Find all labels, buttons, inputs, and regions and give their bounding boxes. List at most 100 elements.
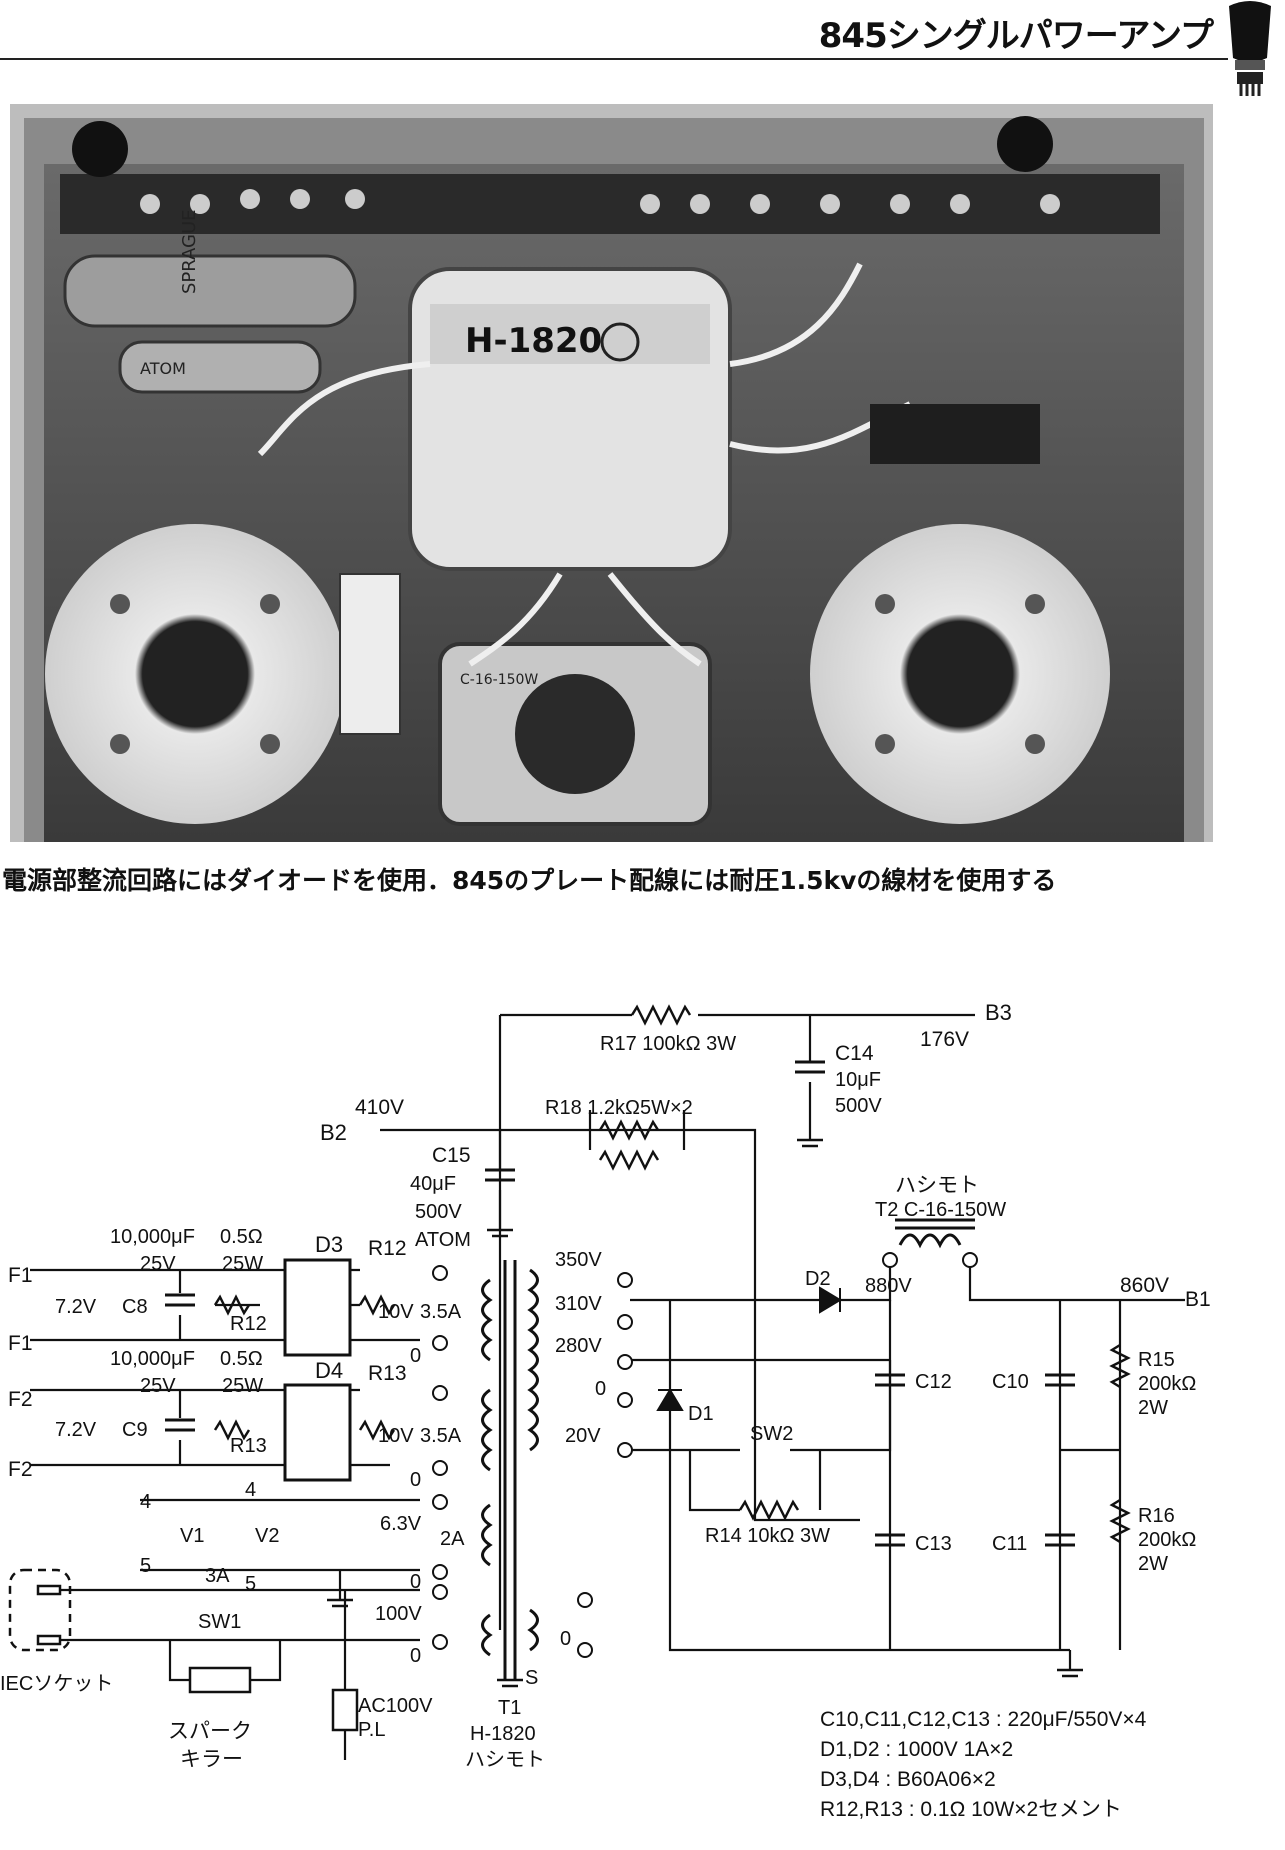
secondary-0: 0 <box>595 1378 606 1400</box>
d1-label: D1 <box>688 1403 714 1425</box>
v1-label: V1 <box>180 1525 204 1547</box>
b2-label: B2 <box>320 1120 347 1145</box>
r15-value: 200kΩ <box>1138 1373 1196 1395</box>
b3-voltage: 176V <box>920 1028 969 1051</box>
secondary-350v: 350V <box>555 1249 602 1271</box>
pilot-lamp-label: P.L <box>358 1719 385 1741</box>
fuse-label: 3A <box>205 1565 230 1587</box>
shield-label: S <box>525 1667 538 1689</box>
heater-0: 0 <box>410 1571 421 1593</box>
c10-label: C10 <box>992 1371 1029 1393</box>
b1-label: B1 <box>1185 1288 1211 1311</box>
c14-name: C14 <box>835 1042 874 1065</box>
f1-resistor-watt: 25W <box>222 1253 263 1275</box>
d2-label: D2 <box>805 1268 831 1290</box>
f2-resistor-watt: 25W <box>222 1375 263 1397</box>
d3-label: D3 <box>315 1232 343 1257</box>
iec-socket-label: IECソケット <box>0 1673 113 1695</box>
power-supply-schematic: B3 176V R17 100kΩ 3W C14 10μF 500V B2 4 1… <box>0 1000 1211 1821</box>
terminal-strip <box>60 116 1160 234</box>
tap-10v-first: 10V <box>378 1301 414 1323</box>
r12-label: R12 <box>368 1237 407 1260</box>
f1-terminal-top: F1 <box>8 1264 33 1287</box>
c8-label: C8 <box>122 1296 148 1318</box>
transformer-t1-core <box>481 1260 539 1680</box>
choke-photo-label: C-16-150W <box>460 672 538 688</box>
f2-terminal-bottom: F2 <box>8 1458 33 1481</box>
c13-label: C13 <box>915 1533 952 1555</box>
r18-label: R18 1.2kΩ5W×2 <box>545 1097 693 1119</box>
f2-cap-voltage: 25V <box>140 1375 176 1397</box>
c14-capacitance: 10μF <box>835 1069 881 1091</box>
t1-maker: ハシモト <box>465 1749 545 1771</box>
heater-2a: 2A <box>440 1528 465 1550</box>
primary-100v: 100V <box>375 1603 422 1625</box>
rectifier-blocks <box>283 1258 352 1482</box>
v2-label: V2 <box>255 1525 279 1547</box>
choke-coil: C-16-150W <box>438 642 712 826</box>
ac-100v-label: AC100V <box>358 1695 433 1717</box>
secondary-280v: 280V <box>555 1335 602 1357</box>
v1-pin-5: 5 <box>140 1555 151 1577</box>
d4-label: D4 <box>315 1358 343 1383</box>
r13-label: R13 <box>368 1362 407 1385</box>
tap-0-first: 0 <box>410 1345 421 1367</box>
choke-maker: ハシモト <box>895 1174 979 1197</box>
spark-killer-label-1: スパーク <box>168 1720 252 1743</box>
r15-watt: 2W <box>1138 1397 1168 1419</box>
sw1-label: SW1 <box>198 1611 241 1633</box>
t1-label: T1 <box>498 1697 521 1719</box>
r16-name: R16 <box>1138 1505 1175 1527</box>
parts-note-3: D3,D4 : B60A06×2 <box>820 1768 996 1791</box>
heater-6-3v: 6.3V <box>380 1513 422 1535</box>
header-rule <box>0 58 1228 60</box>
parts-note-1: C10,C11,C12,C13 : 220μF/550V×4 <box>820 1708 1147 1731</box>
f1-terminal-bottom: F1 <box>8 1332 33 1355</box>
tap-0-second: 0 <box>410 1469 421 1491</box>
r17-label: R17 100kΩ 3W <box>600 1033 736 1055</box>
spark-killer-label-2: キラー <box>180 1748 243 1771</box>
choke-t2-symbol <box>895 1218 975 1249</box>
sw2-label: SW2 <box>750 1423 793 1445</box>
b3-label: B3 <box>985 1000 1012 1025</box>
f1-capacitor-value: 10,000μF <box>110 1226 195 1248</box>
b1-voltage: 860V <box>1120 1274 1169 1297</box>
tap-terminals <box>432 1252 978 1658</box>
c14-voltage: 500V <box>835 1095 882 1117</box>
c15-voltage: 500V <box>415 1201 462 1223</box>
aux-winding-0: 0 <box>560 1628 571 1650</box>
power-transformer: H-1820 <box>408 267 732 571</box>
f2-resistor-value: 0.5Ω <box>220 1348 263 1370</box>
c15-capacitance: 40μF <box>410 1173 456 1195</box>
c12-label: C12 <box>915 1371 952 1393</box>
r14-label: R14 10kΩ 3W <box>705 1525 830 1547</box>
tap-3-5a-second: 3.5A <box>420 1425 462 1447</box>
iec-socket <box>8 1568 72 1652</box>
f2-capacitor-value: 10,000μF <box>110 1348 195 1370</box>
r16-watt: 2W <box>1138 1553 1168 1575</box>
ground-symbols <box>327 1138 1083 1688</box>
c9-label: C9 <box>122 1419 148 1441</box>
capacitor-label-atom: ATOM <box>140 359 186 378</box>
r15-name: R15 <box>1138 1349 1175 1371</box>
parts-note-2: D1,D2 : 1000V 1A×2 <box>820 1738 1013 1761</box>
vacuum-tube-icon <box>1229 1 1271 96</box>
v2-pin-4: 4 <box>245 1479 256 1501</box>
f1-resistor-value: 0.5Ω <box>220 1226 263 1248</box>
f2-terminal-top: F2 <box>8 1388 33 1411</box>
amplifier-chassis-photo: SPRAGUE ATOM H-1820 C-16-150W <box>10 104 1213 842</box>
output-transformers <box>45 524 1110 824</box>
filter-capacitors: SPRAGUE ATOM <box>63 209 357 394</box>
c11-label: C11 <box>992 1533 1027 1555</box>
v2-pin-5: 5 <box>245 1573 256 1595</box>
capacitor-symbols <box>165 1060 1075 1547</box>
c15-brand: ATOM <box>415 1229 471 1251</box>
r12-name-left: R12 <box>230 1313 267 1335</box>
f2-voltage: 7.2V <box>55 1419 97 1441</box>
secondary-310v: 310V <box>555 1293 602 1315</box>
secondary-20v: 20V <box>565 1425 601 1447</box>
parts-note-4: R12,R13 : 0.1Ω 10W×2セメント <box>820 1798 1122 1821</box>
transformer-model-label: H-1820 <box>465 321 602 361</box>
f1-cap-voltage: 25V <box>140 1253 176 1275</box>
tap-10v-second: 10V <box>378 1425 414 1447</box>
